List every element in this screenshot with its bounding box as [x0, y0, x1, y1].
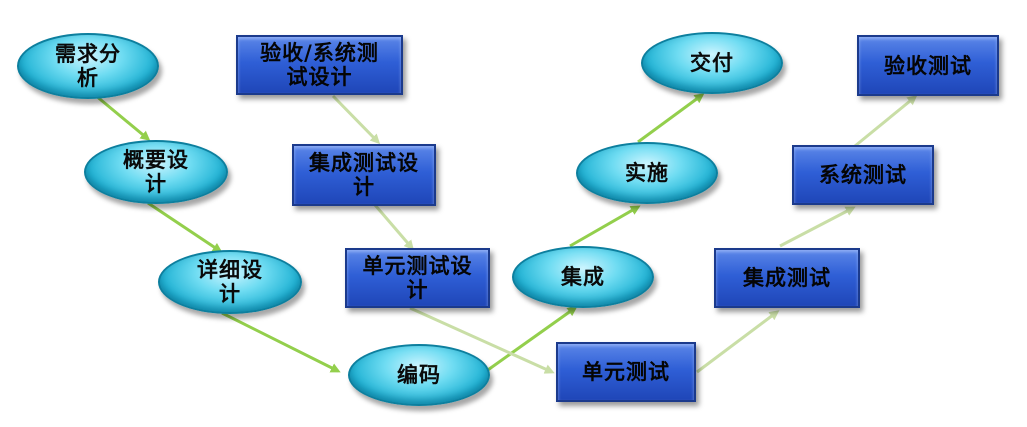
node-integration: 集成 — [512, 246, 654, 308]
arrow-detailed-to-coding — [221, 311, 341, 373]
node-label: 需求分析 — [55, 42, 121, 90]
arrow-requirements-to-outline — [94, 93, 151, 141]
node-system-test: 系统测试 — [792, 145, 934, 205]
node-label: 集成 — [561, 265, 605, 289]
arrow-integration-test-to-system-test — [779, 206, 856, 248]
node-label: 系统测试 — [819, 163, 907, 187]
arrow-implementation-to-delivery — [637, 93, 705, 144]
node-label: 交付 — [690, 51, 734, 75]
node-label: 详细设计 — [197, 258, 263, 306]
node-requirements-analysis: 需求分析 — [17, 33, 159, 99]
arrow-acceptance-design-to-integration-design — [331, 94, 381, 145]
node-label: 编码 — [397, 363, 441, 387]
node-unit-test-design: 单元测试设计 — [345, 248, 490, 308]
node-label: 概要设计 — [123, 148, 189, 196]
node-outline-design: 概要设计 — [84, 140, 228, 204]
node-label: 验收/系统测试设计 — [260, 41, 379, 89]
node-label: 集成测试设计 — [309, 151, 419, 199]
node-acceptance-test: 验收测试 — [857, 35, 999, 96]
arrow-integration-to-implementation — [569, 205, 641, 248]
arrow-unit-test-to-integration-test — [696, 310, 780, 374]
arrow-system-test-to-acceptance-test — [854, 95, 918, 148]
arrow-unit-design-to-unit-test — [409, 306, 555, 374]
node-delivery: 交付 — [641, 32, 783, 94]
arrow-outline-to-detailed — [147, 201, 223, 253]
node-acceptance-system-test-design: 验收/系统测试设计 — [236, 35, 403, 95]
node-unit-test: 单元测试 — [556, 342, 696, 402]
arrow-coding-to-integration — [484, 306, 578, 374]
node-label: 单元测试设计 — [362, 254, 473, 302]
node-coding: 编码 — [348, 344, 490, 406]
node-label: 集成测试 — [743, 266, 831, 290]
arrow-integration-design-to-unit-design — [373, 204, 414, 251]
node-label: 单元测试 — [582, 360, 670, 384]
node-detailed-design: 详细设计 — [158, 250, 302, 314]
node-label: 实施 — [625, 161, 669, 185]
node-label: 验收测试 — [884, 53, 972, 78]
node-implementation: 实施 — [576, 142, 718, 204]
node-integration-test: 集成测试 — [714, 248, 860, 308]
node-integration-test-design: 集成测试设计 — [292, 144, 436, 206]
